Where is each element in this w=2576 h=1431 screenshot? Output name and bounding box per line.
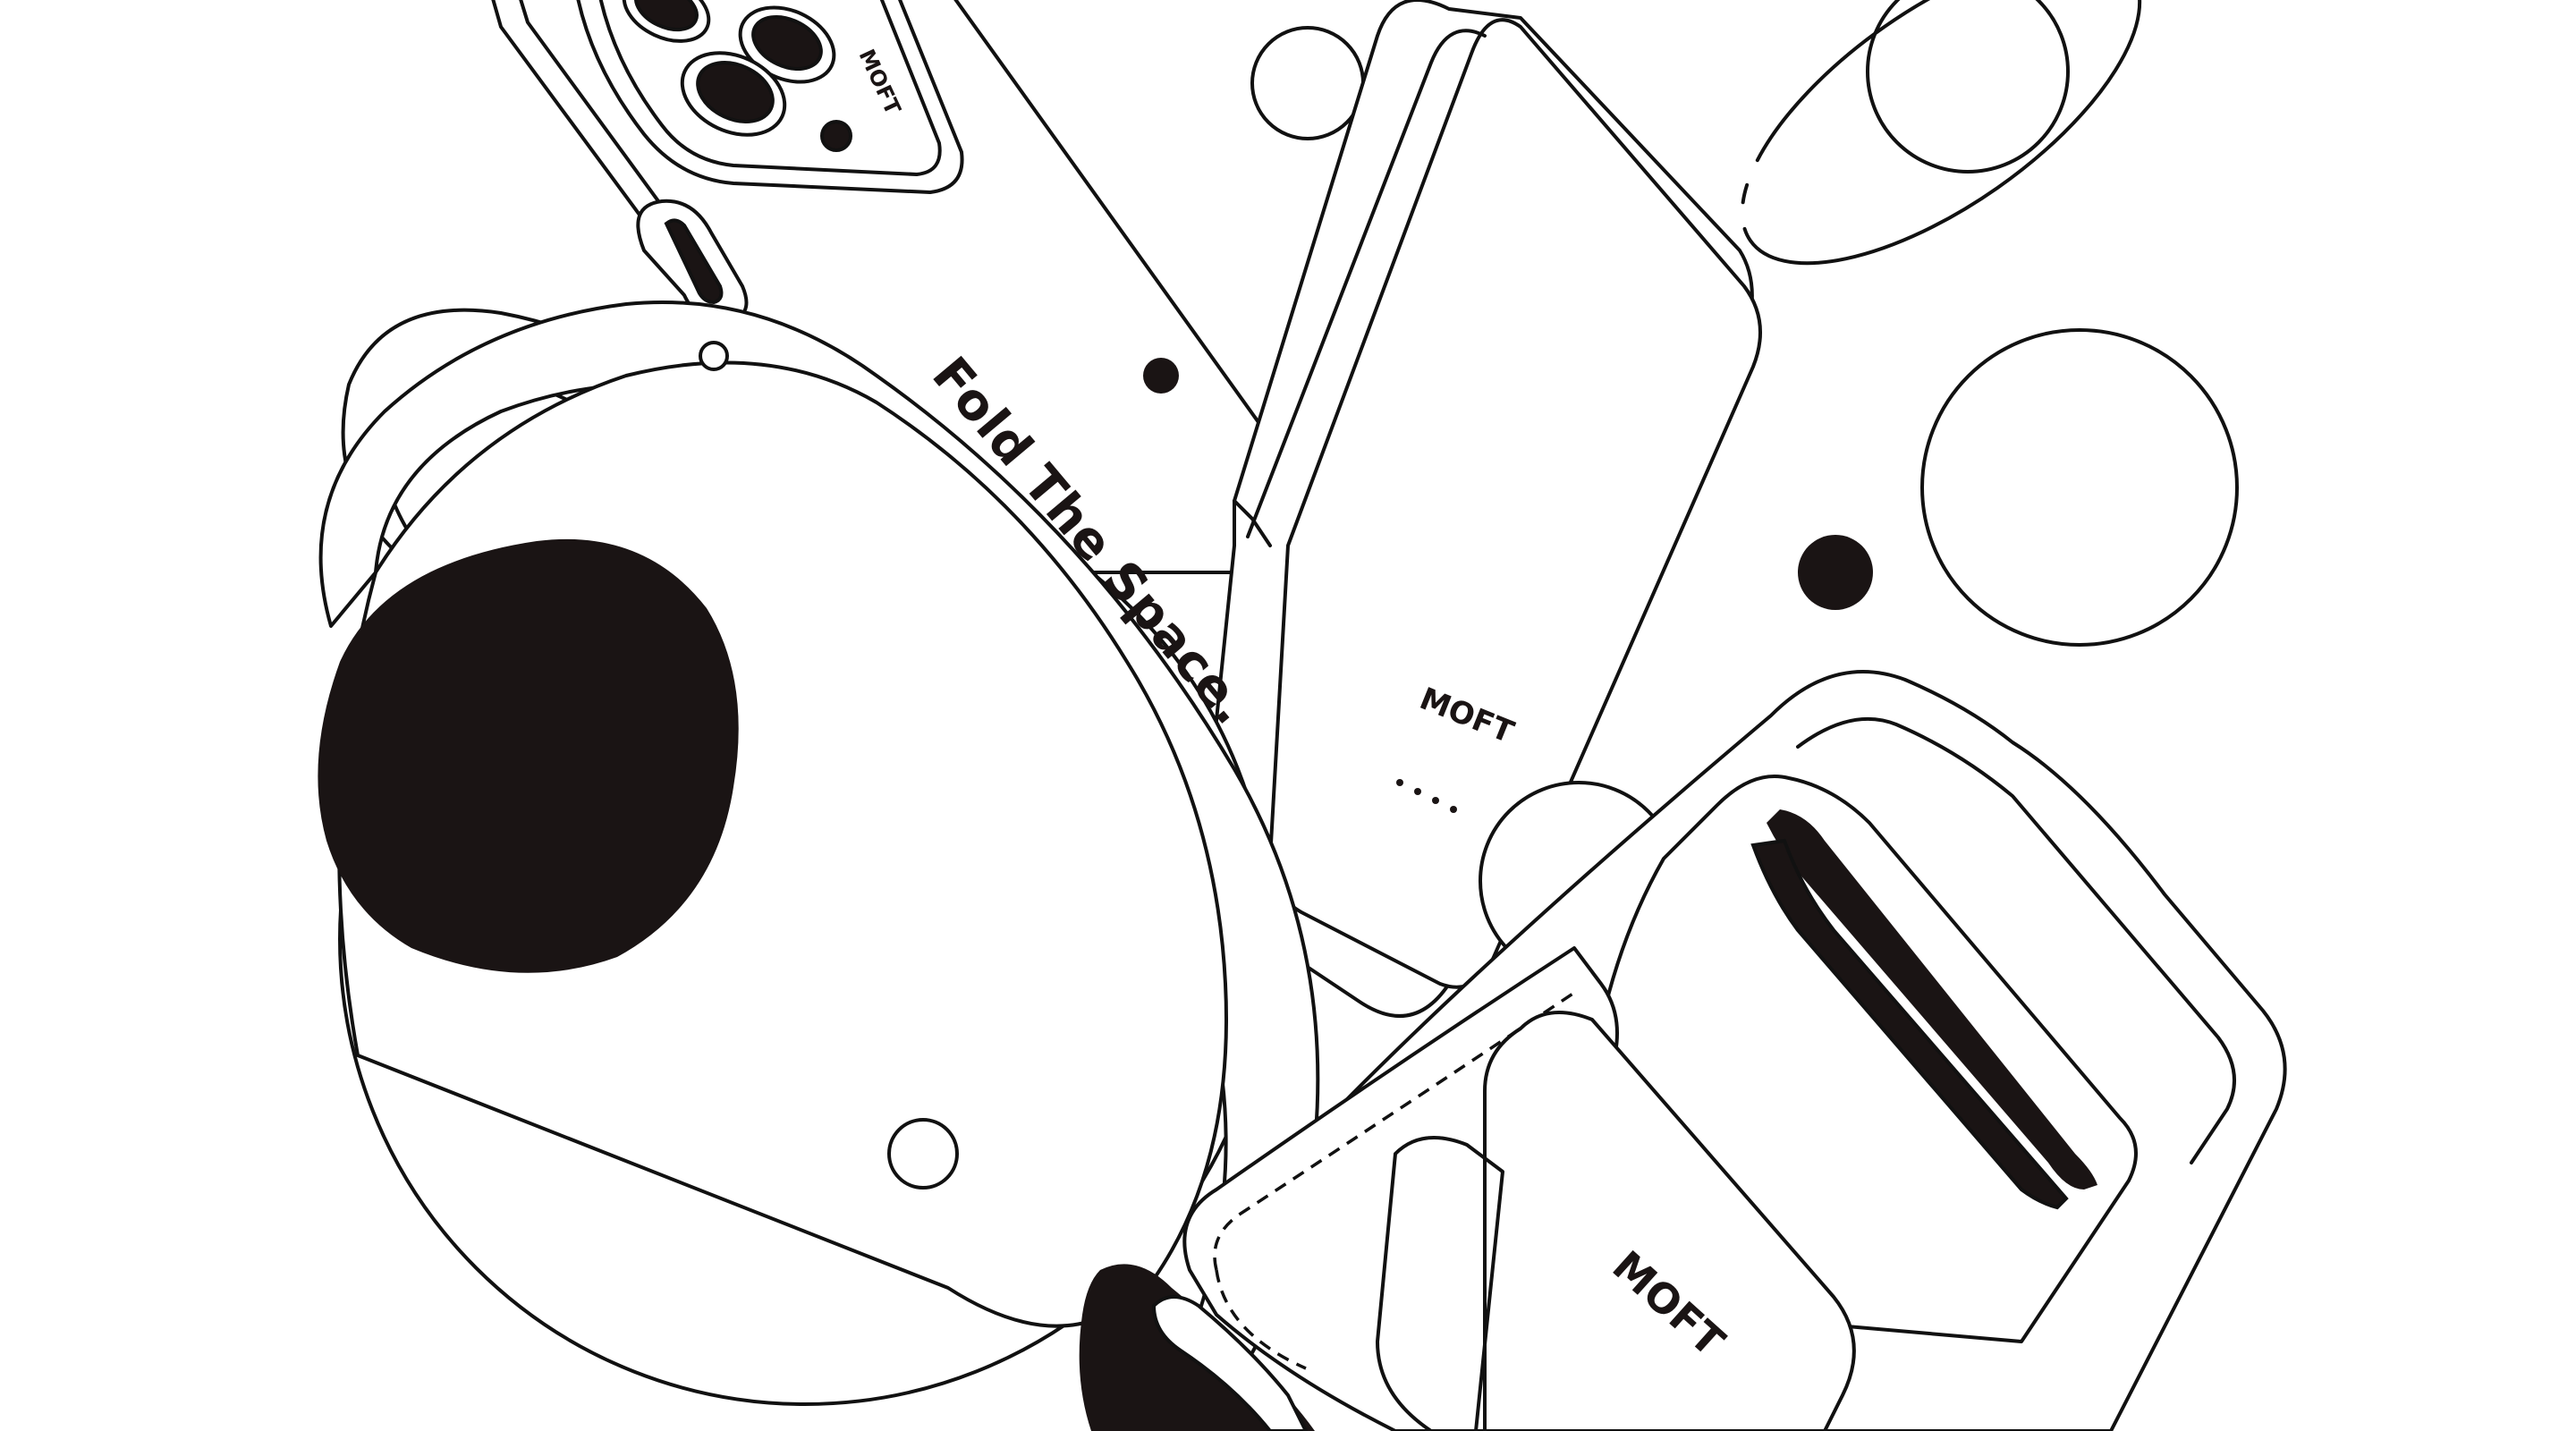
- circle-decoration: [1250, 26, 1365, 140]
- side-button: [636, 199, 749, 325]
- phone-case-illustration: MOFT: [491, 0, 1317, 574]
- ringed-planet-small: [1740, 0, 2142, 266]
- phone-with-stand-illustration: MOFT: [1197, 0, 1762, 1018]
- camera-module: MOFT: [576, 0, 964, 194]
- circle-decoration: [1143, 358, 1179, 394]
- wallet-stand-illustration: MOFT: [1079, 670, 2287, 1431]
- circle-decoration: [1798, 535, 1873, 610]
- circle-decoration: [1920, 328, 2239, 647]
- stand-dots: [1396, 779, 1457, 813]
- planet-illustration: Fold The Space.: [318, 301, 1320, 1406]
